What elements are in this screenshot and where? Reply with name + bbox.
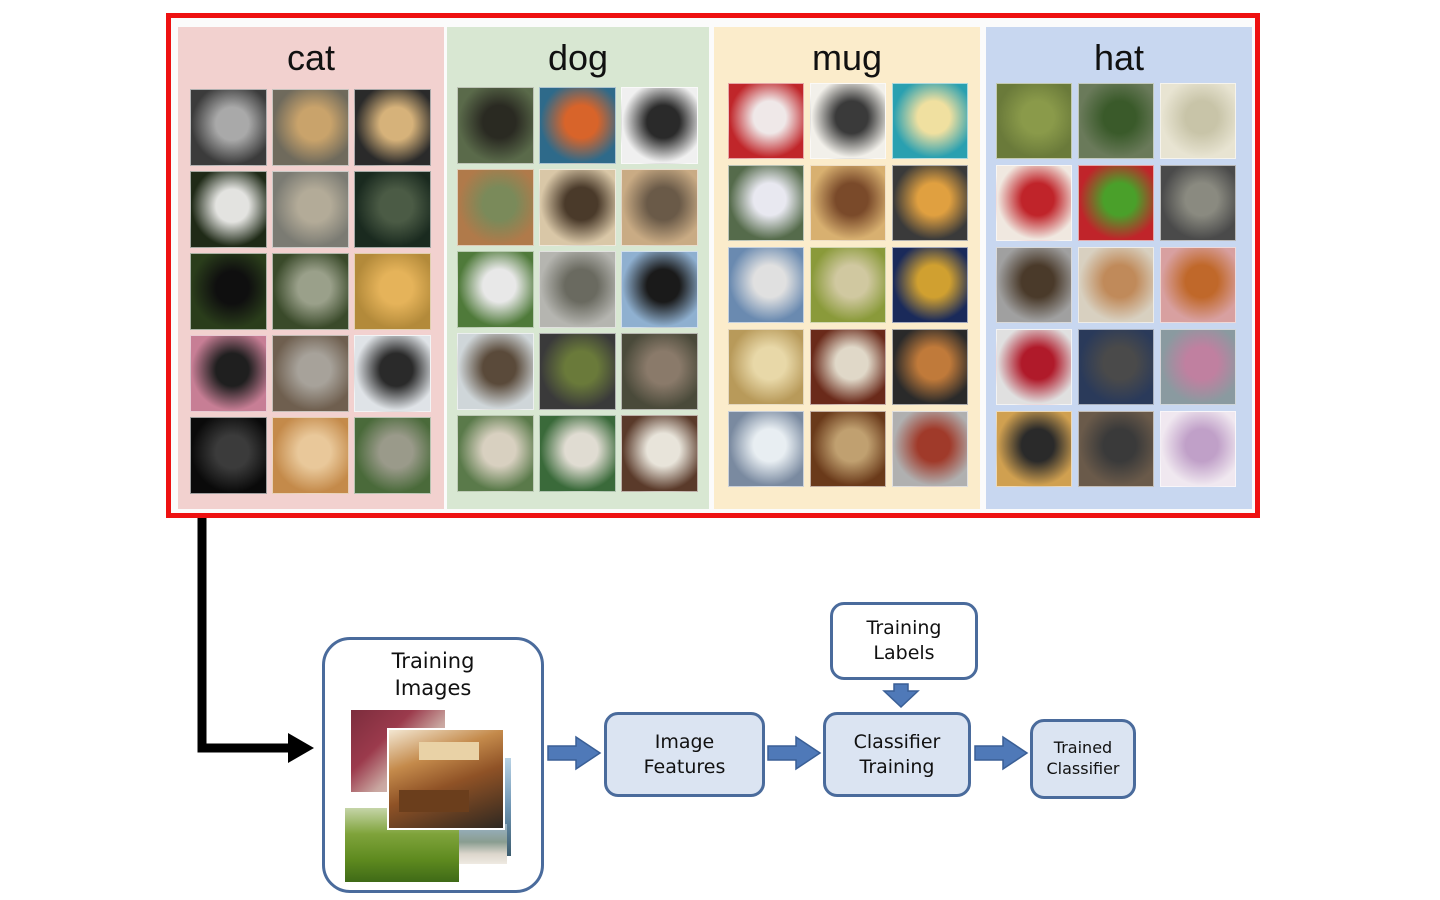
category-column-cat: cat — [178, 27, 444, 509]
mug-photo — [892, 247, 968, 323]
dog-photo — [621, 251, 698, 328]
arrow-images-to-features — [547, 735, 602, 771]
training-images-label: Training Images — [391, 649, 475, 701]
hat-photo — [1160, 247, 1236, 323]
mug-photo — [892, 165, 968, 241]
dog-photo — [539, 415, 616, 492]
hat-photo — [1078, 83, 1154, 159]
cat-photo — [272, 89, 349, 166]
dog-photo — [457, 169, 534, 246]
hat-photo — [1078, 247, 1154, 323]
category-column-dog: dog — [447, 27, 709, 509]
mug-photo — [892, 329, 968, 405]
image-features-label: Image Features — [643, 730, 726, 778]
mug-photo — [810, 165, 886, 241]
hat-photo — [1078, 165, 1154, 241]
hat-photo — [1078, 411, 1154, 487]
trained-classifier-box: Trained Classifier — [1030, 719, 1136, 799]
dog-photo — [539, 251, 616, 328]
training-images-box: Training Images — [322, 637, 544, 893]
mug-photo — [728, 329, 804, 405]
trained-classifier-label: Trained Classifier — [1046, 738, 1120, 778]
category-title-hat: hat — [1093, 37, 1145, 78]
cat-photo — [354, 417, 431, 494]
cat-photo — [354, 171, 431, 248]
classifier-training-label: Classifier Training — [853, 730, 941, 778]
hat-photo — [996, 247, 1072, 323]
cat-photo — [272, 253, 349, 330]
cat-photo — [190, 171, 267, 248]
cat-photo — [354, 335, 431, 412]
dog-photo — [539, 333, 616, 410]
hat-photo — [996, 411, 1072, 487]
cat-photo — [190, 253, 267, 330]
hat-photo — [1160, 329, 1236, 405]
category-title-cat: cat — [286, 37, 336, 78]
mug-photo — [810, 411, 886, 487]
mug-photo — [810, 247, 886, 323]
arrow-classifier-to-trained — [974, 735, 1029, 771]
hat-photo — [996, 83, 1072, 159]
mug-photo — [810, 329, 886, 405]
hat-photo — [996, 329, 1072, 405]
dog-photo — [539, 87, 616, 164]
dog-photo — [621, 169, 698, 246]
cat-photo — [272, 171, 349, 248]
category-column-mug: mug — [714, 27, 980, 509]
cat-photo — [354, 89, 431, 166]
cat-photo — [190, 417, 267, 494]
category-image-panel: cat dog mug hat — [166, 13, 1260, 518]
dog-photo — [457, 251, 534, 328]
mug-photo — [728, 247, 804, 323]
kitchen-photo — [387, 728, 505, 830]
hat-photo — [1160, 83, 1236, 159]
dog-photo — [621, 415, 698, 492]
mug-photo — [810, 83, 886, 159]
mug-photo — [728, 83, 804, 159]
hat-photo — [996, 165, 1072, 241]
cat-photo — [272, 417, 349, 494]
arrow-features-to-classifier — [767, 735, 822, 771]
category-title-dog: dog — [547, 37, 609, 78]
panel-to-training-arrow — [197, 518, 290, 753]
cat-photo — [190, 89, 267, 166]
dog-photo — [621, 333, 698, 410]
cat-photo — [272, 335, 349, 412]
dog-photo — [621, 87, 698, 164]
mug-photo — [892, 83, 968, 159]
dog-photo — [457, 415, 534, 492]
hat-photo — [1160, 165, 1236, 241]
hat-photo — [1078, 329, 1154, 405]
training-labels-box: Training Labels — [830, 602, 978, 680]
cat-photo — [190, 335, 267, 412]
hat-photo — [1160, 411, 1236, 487]
panel-to-training-arrowhead — [288, 733, 314, 763]
classifier-training-box: Classifier Training — [823, 712, 971, 797]
cat-photo — [354, 253, 431, 330]
category-title-mug: mug — [811, 37, 883, 78]
mug-photo — [728, 165, 804, 241]
mug-photo — [728, 411, 804, 487]
mug-photo — [892, 411, 968, 487]
image-features-box: Image Features — [604, 712, 765, 797]
dog-photo — [457, 87, 534, 164]
arrow-labels-to-classifier — [882, 683, 920, 709]
training-labels-label: Training Labels — [866, 617, 942, 664]
dog-photo — [539, 169, 616, 246]
dog-photo — [457, 333, 534, 410]
category-column-hat: hat — [986, 27, 1252, 509]
